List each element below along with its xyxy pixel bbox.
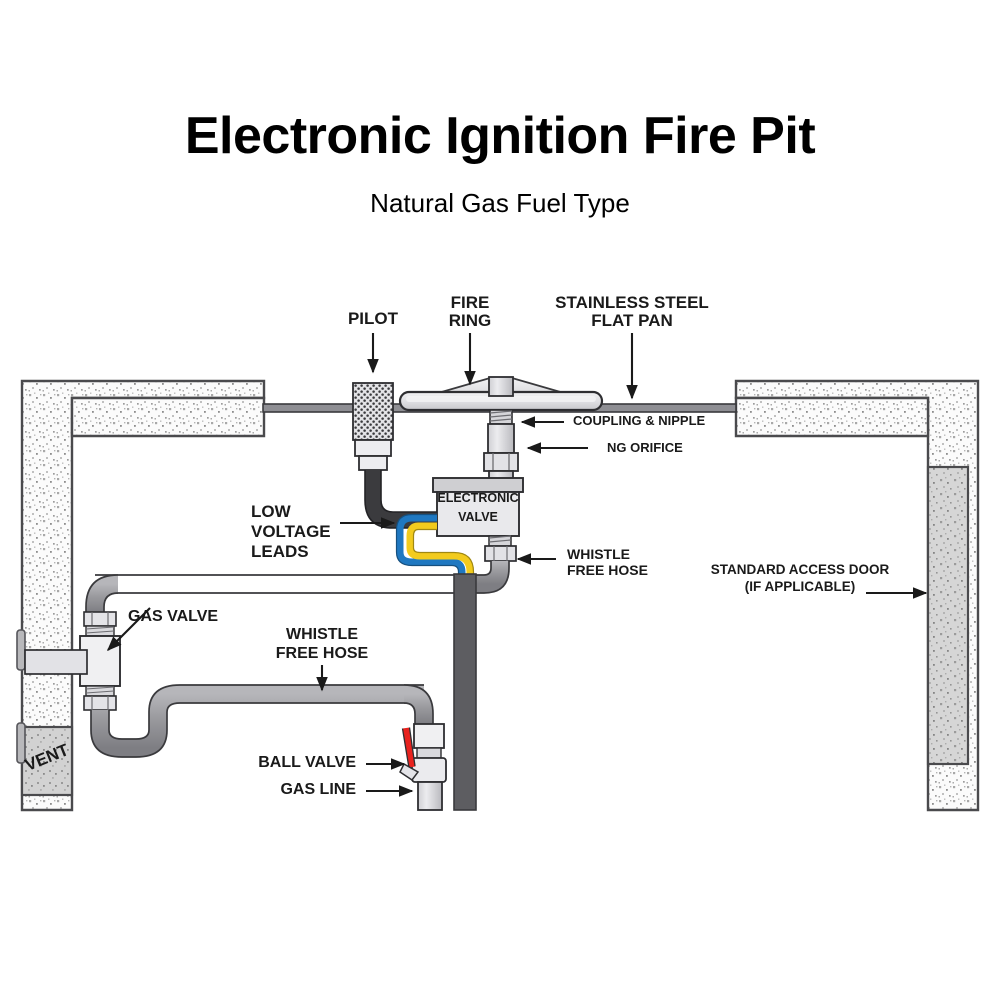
electronic-valve[interactable]	[432, 477, 524, 537]
gas-line	[417, 781, 443, 811]
upper-whistle-free-hose	[468, 561, 509, 593]
valve-outlet-coupling	[484, 545, 517, 562]
vent-lip-upper	[16, 629, 26, 671]
lower-hose-system	[24, 568, 465, 758]
label-whistle-free-hose-lower: WHISTLE FREE HOSE	[275, 626, 369, 662]
vertical-gas-riser	[453, 573, 477, 811]
gas-valve[interactable]	[24, 611, 121, 711]
label-gas-line: GAS LINE	[280, 781, 356, 798]
label-ng-orifice: NG ORIFICE	[607, 440, 683, 455]
label-fire-ring: FIRE RING	[448, 293, 492, 331]
label-electronic-valve: ELECTRONIC VALVE	[437, 491, 519, 524]
coupling-and-nipple	[487, 409, 515, 454]
hose-run-lower	[91, 685, 424, 757]
vent-lip-top	[16, 722, 26, 764]
hose-left-top-elbow	[86, 575, 119, 612]
label-low-voltage-leads: LOW VOLTAGE LEADS	[251, 502, 331, 562]
low-voltage-leads	[395, 513, 475, 586]
label-access-door: STANDARD ACCESS DOOR (IF APPLICABLE)	[710, 562, 890, 594]
page-title: Electronic Ignition Fire Pit	[184, 107, 816, 165]
ng-orifice	[483, 452, 519, 472]
page-subtitle: Natural Gas Fuel Type	[370, 188, 630, 218]
enclosure-walls	[16, 379, 980, 812]
center-gas-stack	[432, 376, 524, 594]
lead-blue	[396, 514, 466, 586]
lead-yellow	[406, 522, 474, 586]
right-wall-ledge	[734, 396, 930, 438]
label-flat-pan: STAINLESS STEEL FLAT PAN	[555, 293, 709, 331]
label-whistle-free-hose-upper: WHISTLE FREE HOSE	[567, 546, 648, 578]
hose-elbow-to-ball-valve	[403, 685, 433, 724]
label-ball-valve: BALL VALVE	[258, 754, 356, 771]
label-coupling-nipple: COUPLING & NIPPLE	[573, 413, 706, 428]
label-gas-valve: GAS VALVE	[128, 608, 219, 625]
standard-access-door-panel[interactable]	[926, 465, 970, 766]
left-wall-ledge	[70, 396, 266, 438]
label-pilot: PILOT	[347, 309, 399, 328]
callout-leaders	[106, 333, 928, 797]
ball-valve-handle[interactable]	[402, 727, 416, 768]
ball-valve[interactable]	[399, 723, 447, 783]
leader-gas-valve	[106, 607, 151, 652]
pan-top-stub	[488, 376, 514, 397]
